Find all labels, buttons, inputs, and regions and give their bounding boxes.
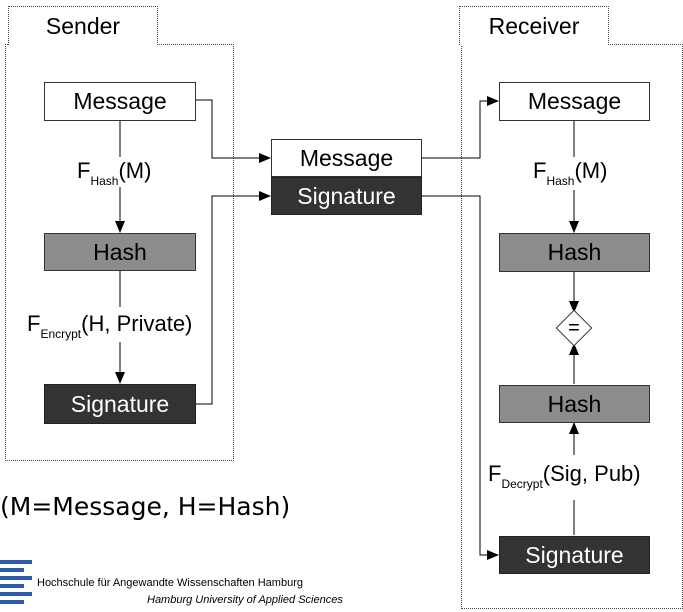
sender-hash-box: Hash (44, 233, 196, 271)
receiver-title: Receiver (459, 6, 609, 45)
receiver-hash-function-label: FHash(M) (533, 158, 608, 188)
channel-signature-box: Signature (271, 177, 422, 215)
channel-message-box: Message (271, 139, 422, 177)
sender-encrypt-function-label: FEncrypt(H, Private) (27, 311, 193, 341)
footer-line1: Hochschule für Angewandte Wissenschaften… (37, 577, 303, 589)
receiver-decrypt-function-label: FDecrypt(Sig, Pub) (488, 461, 641, 491)
receiver-message-box: Message (499, 82, 650, 121)
receiver-signature-box: Signature (499, 536, 650, 574)
sender-message-box: Message (44, 82, 196, 121)
receiver-hash-bottom-box: Hash (499, 385, 650, 423)
footer-line2: Hamburg University of Applied Sciences (147, 594, 343, 606)
receiver-hash-top-box: Hash (499, 233, 650, 272)
sender-hash-function-label: FHash(M) (77, 158, 152, 188)
sender-signature-box: Signature (44, 384, 196, 424)
sender-title: Sender (8, 6, 158, 45)
legend-text: (M=Message, H=Hash) (0, 492, 291, 521)
compare-symbol: = (568, 317, 580, 339)
